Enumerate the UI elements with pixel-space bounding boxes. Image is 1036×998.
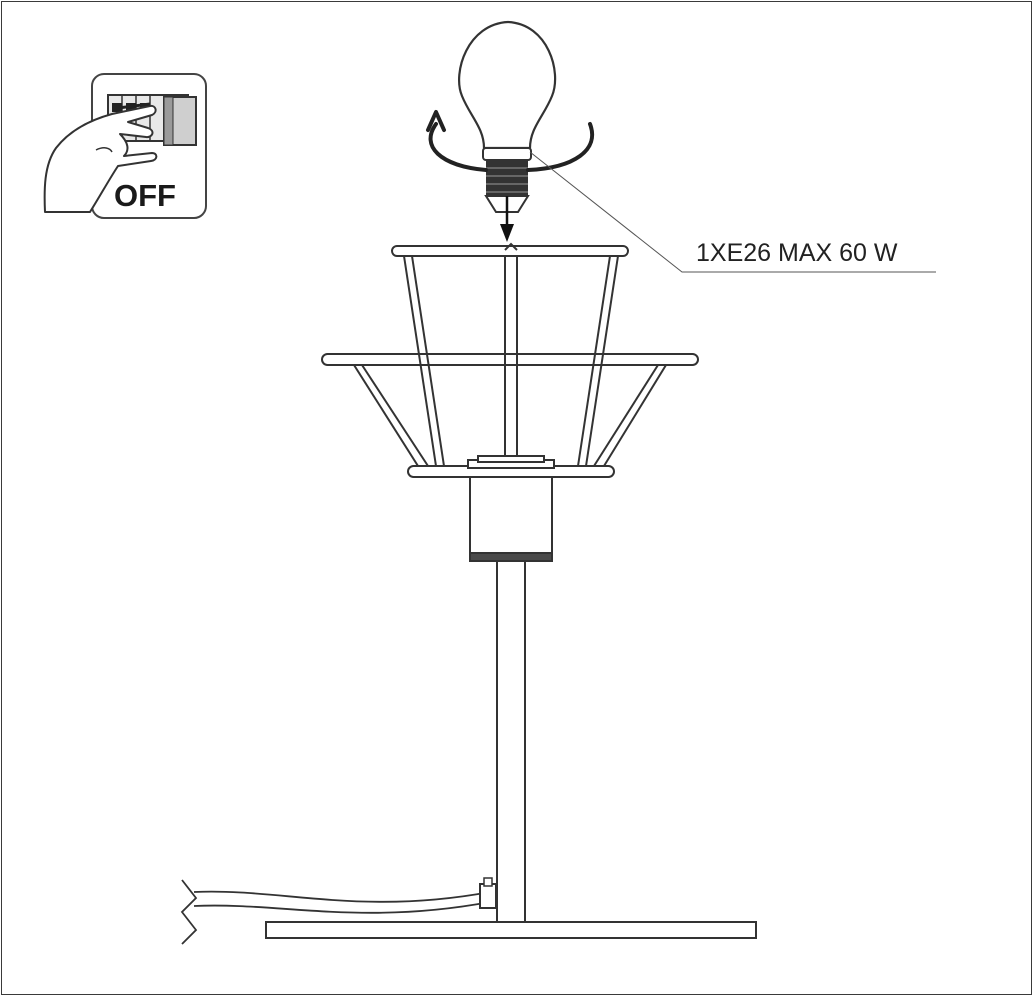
bulb-collar bbox=[482, 147, 532, 161]
rotate-arrow-icon bbox=[426, 110, 594, 172]
switch-off-panel: OFF bbox=[43, 73, 207, 219]
middle-ring bbox=[321, 353, 699, 366]
bulb-spec-label: 1XE26 MAX 60 W bbox=[696, 239, 898, 267]
top-ring bbox=[391, 245, 629, 257]
cord-clip bbox=[479, 883, 497, 909]
power-cord bbox=[180, 877, 497, 945]
spec-callout: 1XE26 MAX 60 W bbox=[529, 151, 936, 273]
socket-housing bbox=[469, 476, 553, 562]
insert-down-arrow-icon bbox=[500, 196, 514, 242]
bulb-glass bbox=[458, 20, 557, 150]
lamp-stem bbox=[496, 560, 526, 924]
lamp-shade-cage bbox=[321, 242, 699, 478]
lamp-base bbox=[265, 921, 757, 939]
light-bulb bbox=[458, 20, 557, 213]
cage-struts bbox=[353, 242, 667, 467]
hand-icon bbox=[43, 102, 158, 213]
off-label: OFF bbox=[114, 178, 176, 213]
